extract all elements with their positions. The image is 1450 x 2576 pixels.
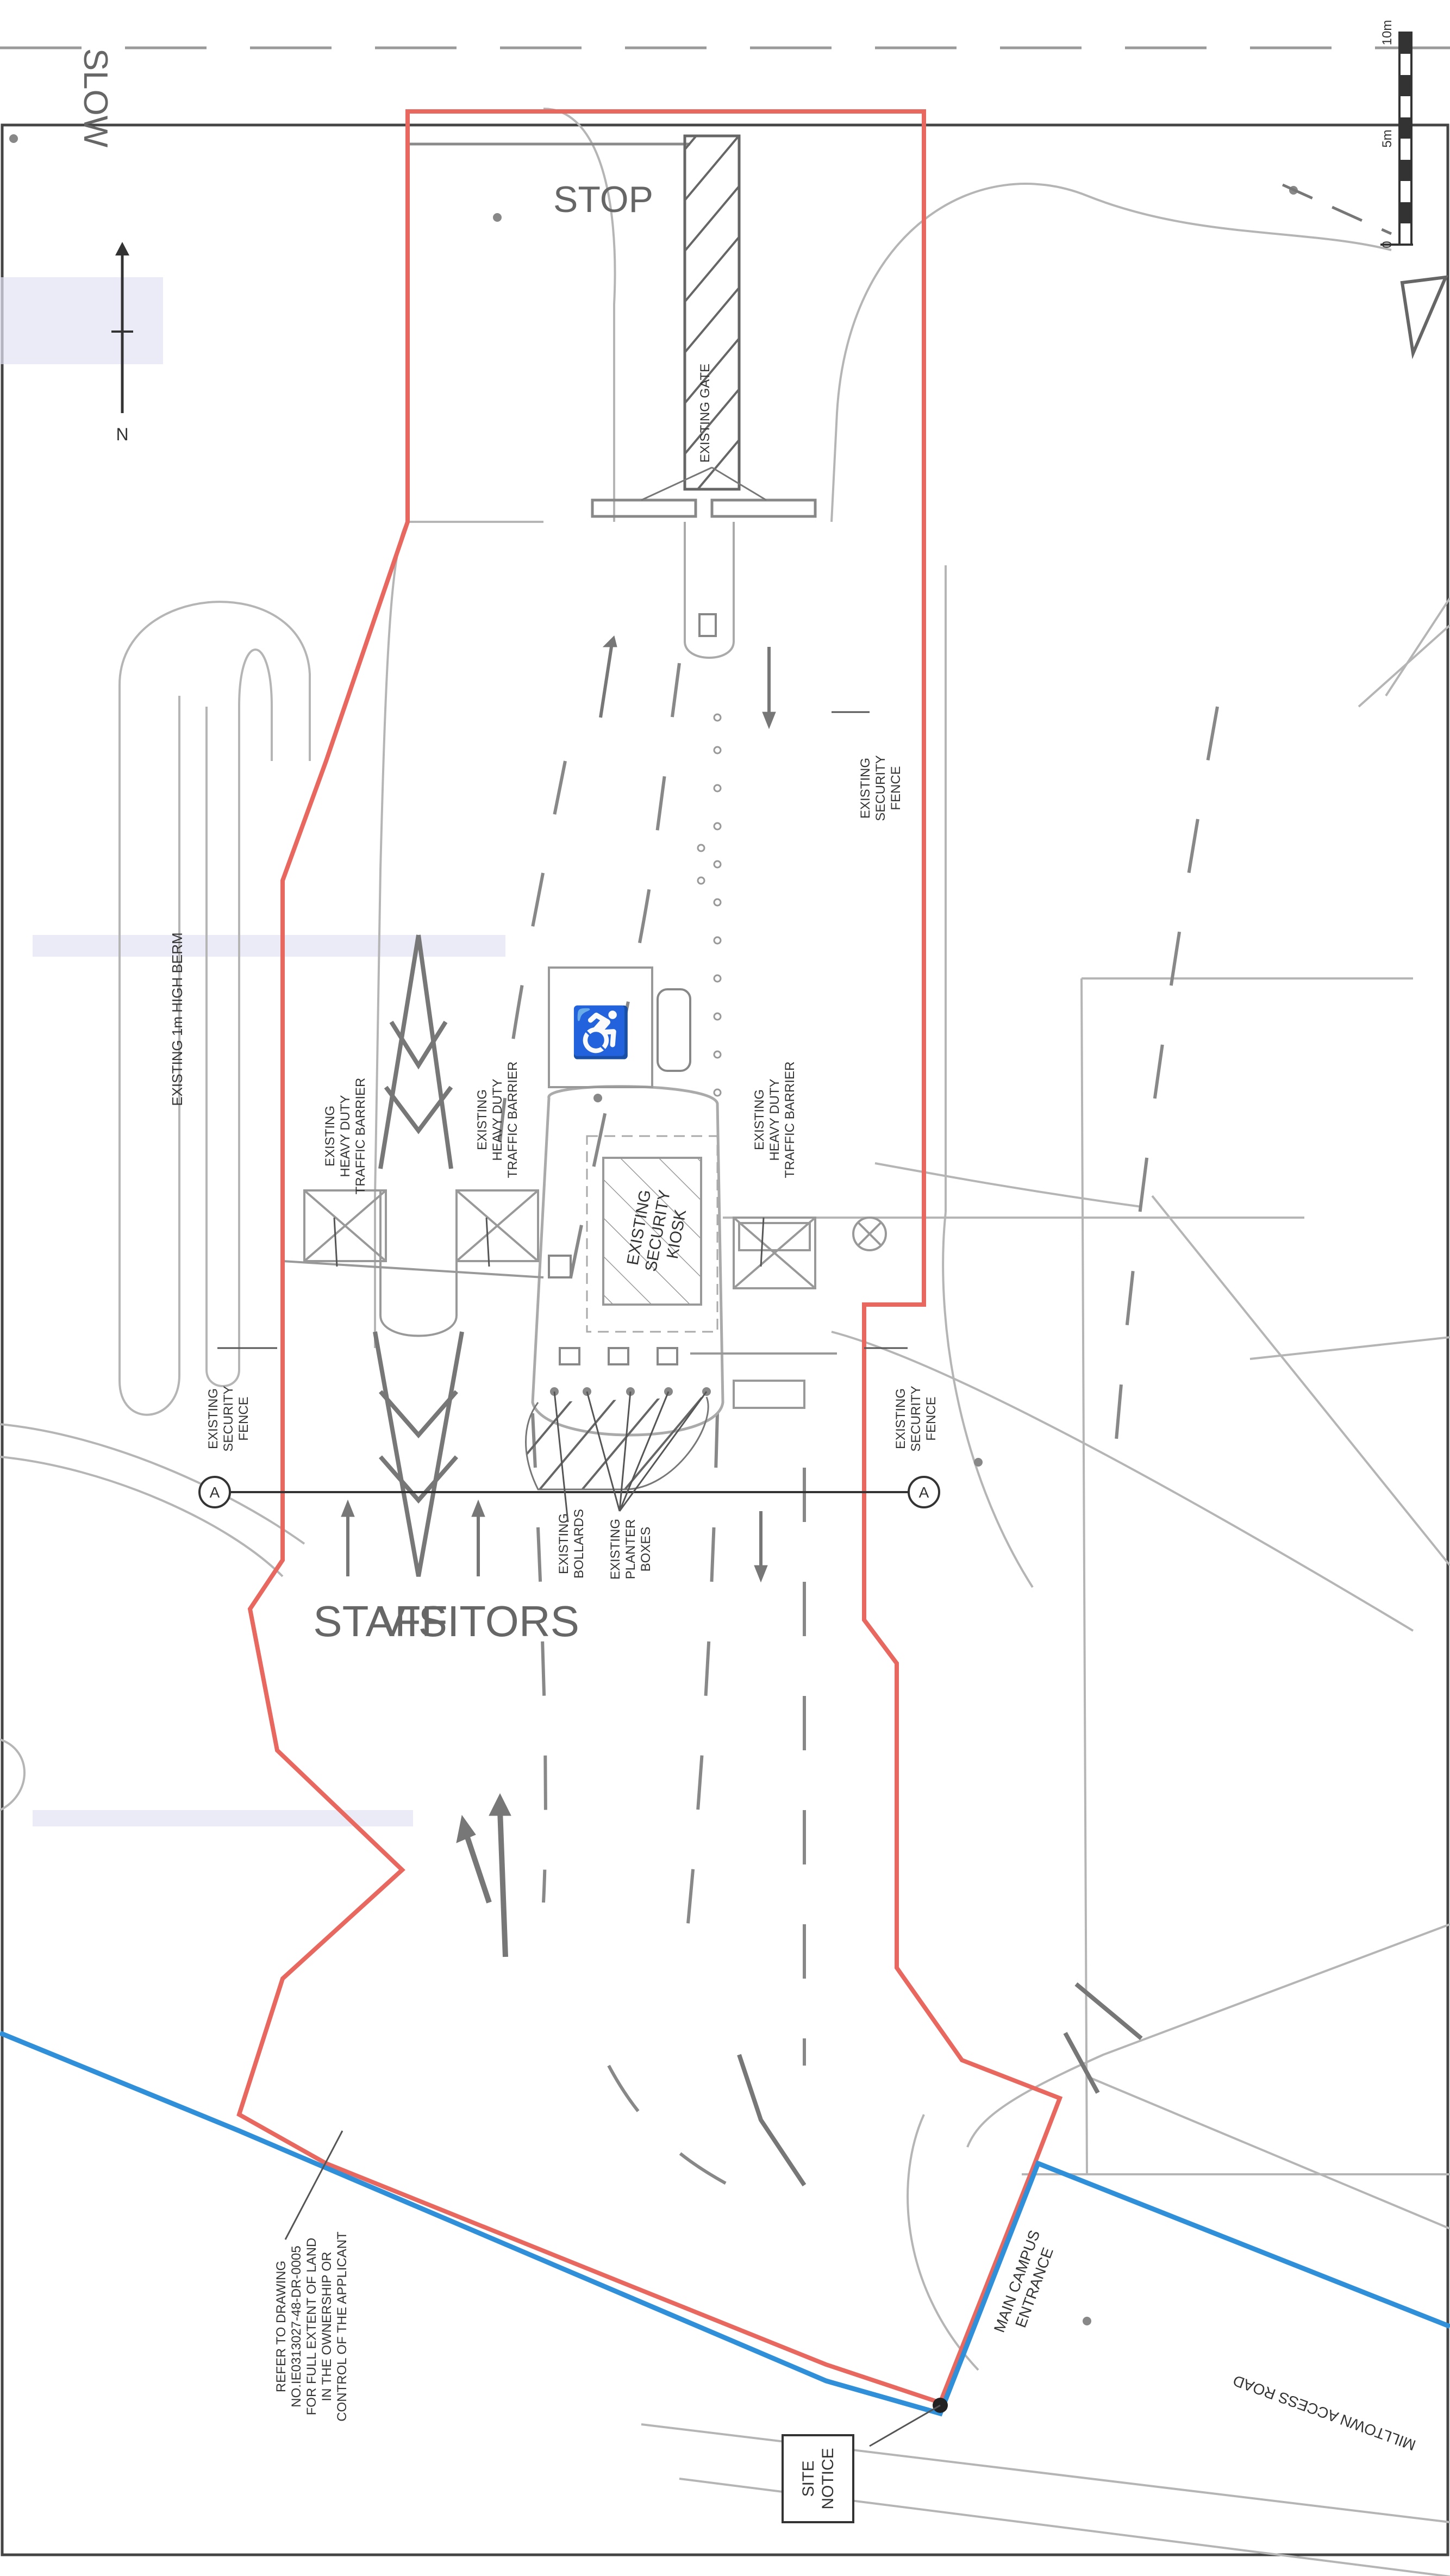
security-fence-left-1: EXISTING bbox=[206, 1388, 221, 1449]
direction-arrows bbox=[341, 635, 776, 1957]
north-arrow: N bbox=[111, 242, 133, 444]
gate-hatch-island bbox=[683, 134, 741, 491]
security-fence-top-3: FENCE bbox=[889, 766, 903, 810]
bollards-label-1: EXISTING bbox=[557, 1513, 571, 1574]
give-way-triangle bbox=[1400, 275, 1448, 359]
security-fence-right-1: EXISTING bbox=[893, 1388, 908, 1449]
scan-band bbox=[0, 277, 163, 364]
site-notice-1: SITE bbox=[799, 2461, 817, 2497]
kiosk-island: EXISTING SECURITY KIOSK ♿ bbox=[525, 966, 724, 1490]
scale-label-0: 0 bbox=[1380, 241, 1395, 248]
security-fence-right-2: SECURITY bbox=[909, 1386, 923, 1451]
leader-lines bbox=[217, 711, 941, 2447]
bollards bbox=[550, 1094, 711, 1396]
lane-markings bbox=[498, 663, 1219, 2203]
lamp-column-icon bbox=[852, 1217, 887, 1251]
parked-car bbox=[657, 988, 691, 1072]
existing-gate-label: EXISTING GATE bbox=[698, 364, 712, 463]
drawing-frame bbox=[1, 123, 1449, 2556]
scale-label-10m: 10m bbox=[1380, 20, 1395, 46]
chevron-islands bbox=[373, 934, 1143, 2187]
scale-bar: 0 5m 10m bbox=[1282, 20, 1448, 359]
planter-boxes bbox=[548, 1255, 678, 1365]
refer-line-5: CONTROL OF THE APPLICANT bbox=[335, 2231, 349, 2422]
section-line-a: A A bbox=[198, 1476, 940, 1508]
traffic-barriers bbox=[282, 1189, 887, 1409]
ownership-boundary bbox=[0, 2030, 1450, 2417]
section-a-left: A bbox=[210, 1484, 220, 1501]
gate-leaf-left bbox=[591, 498, 697, 518]
refer-line-1: REFER TO DRAWING bbox=[274, 2261, 289, 2392]
barrier-left-2: HEAVY DUTY bbox=[338, 1095, 353, 1177]
barrier-right-2: HEAVY DUTY bbox=[767, 1078, 782, 1161]
barrier-left-1: EXISTING bbox=[323, 1106, 338, 1167]
barrier-mid-1: EXISTING bbox=[475, 1089, 490, 1150]
refer-line-4: IN THE OWNERSHIP OR bbox=[320, 2251, 334, 2401]
scan-band bbox=[33, 935, 505, 957]
planters-label-2: PLANTER bbox=[623, 1519, 638, 1580]
visitors-marking: VISITORS bbox=[377, 1597, 579, 1645]
north-label: N bbox=[116, 425, 128, 444]
staff-marking: STAFF bbox=[313, 1597, 447, 1645]
refer-line-3: FOR FULL EXTENT OF LAND bbox=[304, 2238, 319, 2416]
berm-label: EXISTING 1m HIGH BERM bbox=[169, 932, 185, 1106]
section-a-right: A bbox=[919, 1484, 929, 1501]
accessible-parking-bay bbox=[548, 966, 653, 1088]
site-notice-2: NOTICE bbox=[819, 2448, 837, 2509]
security-fence-top-1: EXISTING bbox=[858, 758, 873, 819]
planters-label-3: BOXES bbox=[639, 1527, 653, 1572]
security-fence-left-3: FENCE bbox=[236, 1396, 251, 1440]
planters-label-1: EXISTING bbox=[608, 1519, 623, 1580]
security-kiosk bbox=[602, 1157, 702, 1306]
stop-area: STOP EXISTING GATE bbox=[408, 134, 817, 659]
berm-outline-inner bbox=[205, 648, 273, 1387]
security-fence-left-2: SECURITY bbox=[221, 1386, 236, 1451]
site-boundary bbox=[236, 109, 1063, 2405]
barrier-mid-2: HEAVY DUTY bbox=[490, 1078, 505, 1161]
security-fence-top-2: SECURITY bbox=[873, 755, 888, 821]
milltown-road-label: MILLTOWN ACCESS ROAD bbox=[1231, 2372, 1418, 2454]
stop-marking: STOP bbox=[553, 179, 653, 220]
slow-marking: SLOW bbox=[77, 48, 114, 148]
gate-leaf-right bbox=[710, 498, 817, 518]
berm-outline bbox=[118, 601, 311, 1416]
bollards-label-2: BOLLARDS bbox=[572, 1509, 586, 1579]
barrier-left-3: TRAFFIC BARRIER bbox=[353, 1078, 368, 1195]
site-notice-box: SITE NOTICE bbox=[782, 2434, 854, 2523]
scale-label-5m: 5m bbox=[1380, 129, 1395, 147]
security-fence-right-3: FENCE bbox=[924, 1396, 939, 1440]
barrier-right-3: TRAFFIC BARRIER bbox=[783, 1062, 797, 1178]
barrier-mid-3: TRAFFIC BARRIER bbox=[505, 1062, 520, 1178]
wheelchair-icon: ♿ bbox=[570, 1005, 631, 1060]
refer-line-2: NO.IE0313027-48-DR-0005 bbox=[289, 2246, 304, 2407]
barrier-right-1: EXISTING bbox=[752, 1089, 767, 1150]
lane-dots bbox=[697, 713, 722, 1097]
